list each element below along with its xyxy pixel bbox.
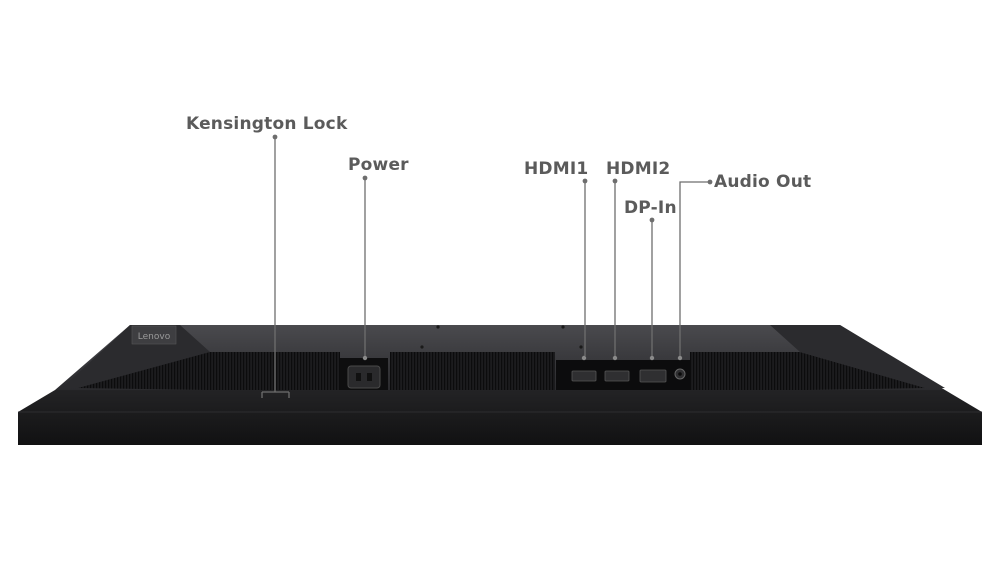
power-socket [347,365,381,389]
screw-hole [436,325,440,329]
monitor-front-edge [18,390,982,445]
hdmi1-indicator-dot [581,355,587,361]
right-side-plate [770,325,945,388]
audio-out-anchor-dot [707,179,713,185]
hdmi1-port [571,370,597,382]
kensington-anchor-dot [272,134,278,140]
right-vent-grille [690,352,925,392]
callout-dp-in: DP-In [624,198,677,218]
screw-hole [561,325,565,329]
hdmi2-indicator-dot [612,355,618,361]
audio-out-indicator-dot [677,355,683,361]
power-anchor-dot [362,175,368,181]
callout-leader-lines [261,136,710,398]
audio-out-leader [679,181,710,356]
center-vent-grille [390,352,555,392]
brand-logo: Lenovo [138,332,171,342]
brand-logo-tab [131,325,177,345]
callout-power: Power [348,155,409,175]
callout-anchor-dots [272,134,713,223]
dp-in-port [639,369,667,383]
screw-hole [420,345,424,349]
dp-in-indicator-dot [649,355,655,361]
callout-audio-out: Audio Out [714,172,812,192]
screw-hole [579,345,583,349]
callout-hdmi2: HDMI2 [606,159,671,179]
power-indicator-dot [362,355,368,361]
hdmi1-anchor-dot [582,178,588,184]
hdmi2-port [604,370,630,382]
audio-jack-hole [678,372,682,376]
callout-hdmi1: HDMI1 [524,159,589,179]
hdmi2-anchor-dot [612,178,618,184]
power-pin [356,373,361,381]
callout-kensington-lock: Kensington Lock [186,114,348,134]
dp-in-anchor-dot [649,217,655,223]
power-pin [367,373,372,381]
